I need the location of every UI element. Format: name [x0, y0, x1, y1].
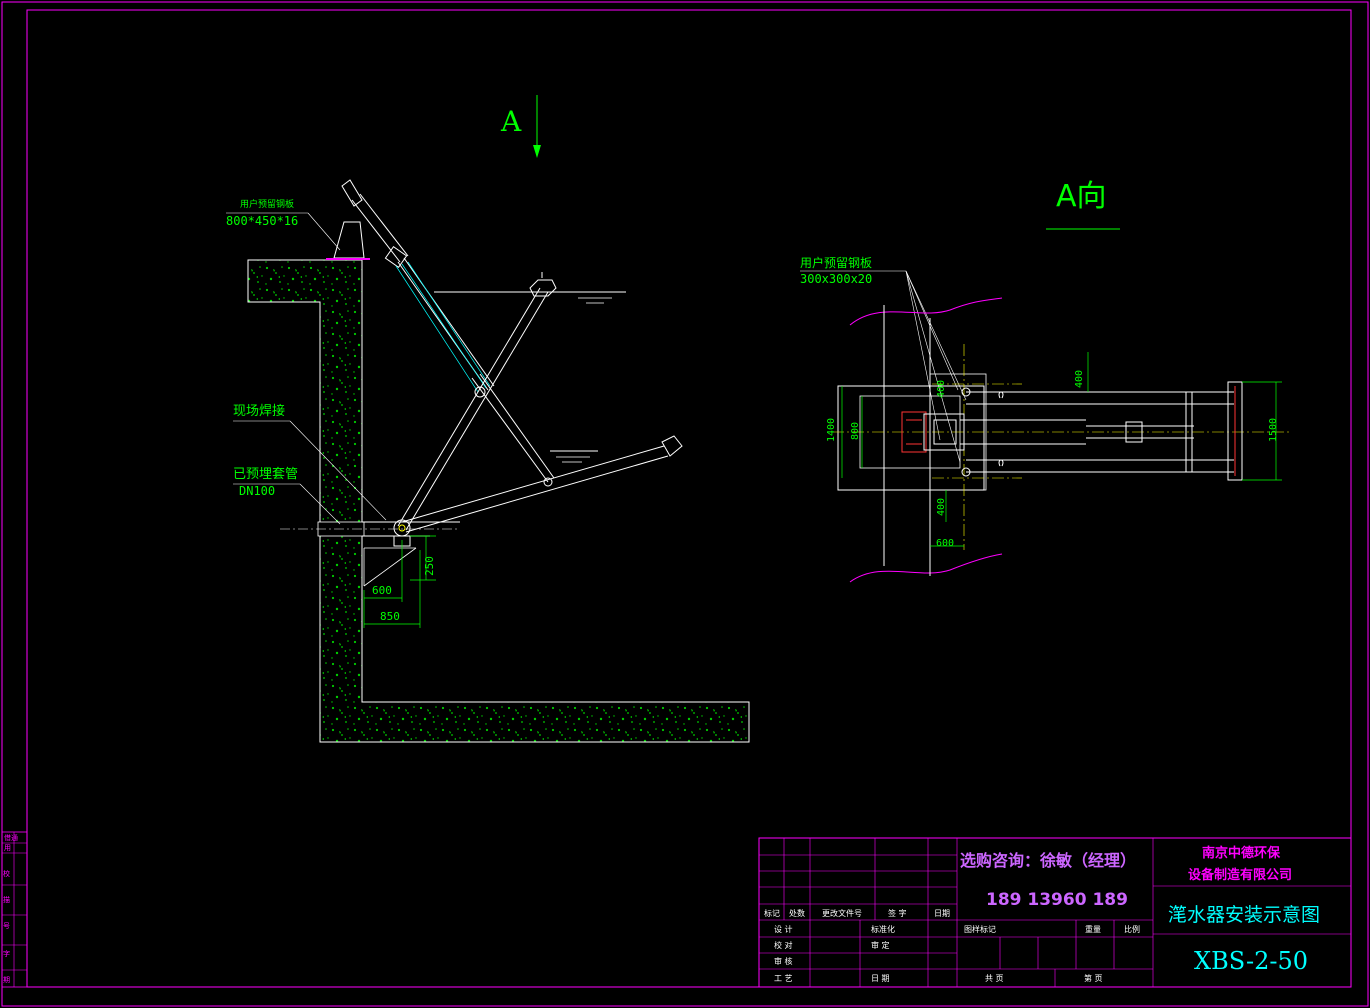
plan-label-user-plate: 用户预留钢板: [800, 255, 872, 270]
dim-600-section: 600: [372, 584, 392, 597]
tb-row-audit: 审 核: [774, 956, 793, 966]
tb-stage-mark: 图样标记: [964, 924, 996, 934]
strip-label-1: 借通: [4, 833, 18, 842]
tb-row-process: 工 艺: [774, 974, 793, 983]
tb-sheet-no: 第 页: [1084, 973, 1103, 983]
tb-drawing-number: XBS-2-50: [1194, 947, 1308, 975]
inner-frame: [26, 9, 1352, 988]
concrete-wall: [247, 259, 750, 743]
dim-850-section: 850: [380, 610, 400, 623]
plan-dimensions: [841, 352, 1282, 547]
dim-400-bottom: 400: [936, 498, 947, 516]
arm-tubes: [960, 391, 1234, 473]
dim-250-section: 250: [423, 556, 436, 576]
top-mount-bracket: [333, 221, 365, 259]
tb-phone: 189 13960 189: [986, 890, 1128, 910]
label-site-weld: 现场焊接: [233, 403, 285, 419]
tb-row-date: 日 期: [871, 974, 890, 983]
tb-row-review: 审 定: [871, 940, 890, 950]
left-binding-strip: 借通 用 校 描 号 字 期: [1, 831, 28, 988]
label-user-plate: 用户预留钢板: [240, 198, 294, 210]
strip-label-3: 校: [3, 869, 10, 878]
tb-drawing-title: 滗水器安装示意图: [1168, 904, 1320, 926]
strip-label-7: 期: [3, 976, 10, 984]
label-user-plate-size: 800*450*16: [226, 214, 298, 228]
weir-end-plate: [1227, 381, 1243, 481]
base-plate: [837, 385, 985, 491]
cable-lines: [395, 261, 491, 393]
title-block: 标记 处数 更改文件号 签 字 日期 设 计 标准化 校 对 审 定 审 核 工…: [758, 837, 1352, 988]
label-embedded-pipe-size: DN100: [239, 484, 275, 498]
tb-row-check: 校 对: [774, 940, 793, 950]
wall-break-top: [849, 297, 1003, 326]
plan-label-user-plate-size: 300x300x20: [800, 272, 872, 286]
view-marker-a: A: [500, 105, 522, 138]
wall-break-bottom: [849, 553, 1003, 583]
strip-label-5: 号: [3, 922, 10, 930]
decant-pipe: [401, 435, 683, 533]
strip-label-2: 用: [4, 844, 11, 852]
section-view: A 用户预留钢板 800*450*16 现场焊接 已预埋套管 DN100 600…: [226, 95, 750, 743]
label-embedded-pipe: 已预埋套管: [233, 466, 298, 482]
tb-col-change-doc: 更改文件号: [822, 908, 862, 918]
dim-400-top: 400: [1074, 370, 1085, 388]
drive-unit: [901, 411, 927, 453]
dim-1400: 1400: [826, 418, 837, 442]
strip-label-6: 字: [3, 949, 10, 958]
tb-col-sign: 签 字: [888, 908, 907, 918]
tb-row-standard: 标准化: [871, 924, 895, 934]
tb-company-line1: 南京中德环保: [1202, 845, 1281, 861]
tb-row-design: 设 计: [774, 924, 793, 934]
tb-col-mark: 标记: [764, 908, 780, 918]
section-dimensions: [363, 535, 436, 628]
tb-scale: 比例: [1124, 924, 1140, 934]
tb-col-date: 日期: [934, 909, 950, 918]
tb-company-line2: 设备制造有限公司: [1188, 867, 1292, 883]
dim-600-plan: 600: [936, 538, 954, 549]
scissor-arms: [397, 287, 555, 531]
strip-label-4: 描: [3, 895, 10, 904]
dim-800: 800: [850, 422, 861, 440]
dim-1500: 1500: [1268, 418, 1279, 442]
drive-rod: [341, 179, 495, 391]
upper-weir-float: [529, 272, 557, 297]
tb-col-count: 处数: [789, 908, 805, 918]
plan-view: A向 用户预留钢板 300x300x20: [800, 179, 1290, 583]
tb-sheets-total: 共 页: [985, 974, 1004, 983]
tb-consult-label: 选购咨询：徐敏（经理）: [960, 851, 1136, 870]
tb-weight: 重量: [1085, 924, 1101, 934]
dim-400-side: 400: [936, 380, 947, 398]
plan-view-title: A向: [1056, 179, 1107, 214]
